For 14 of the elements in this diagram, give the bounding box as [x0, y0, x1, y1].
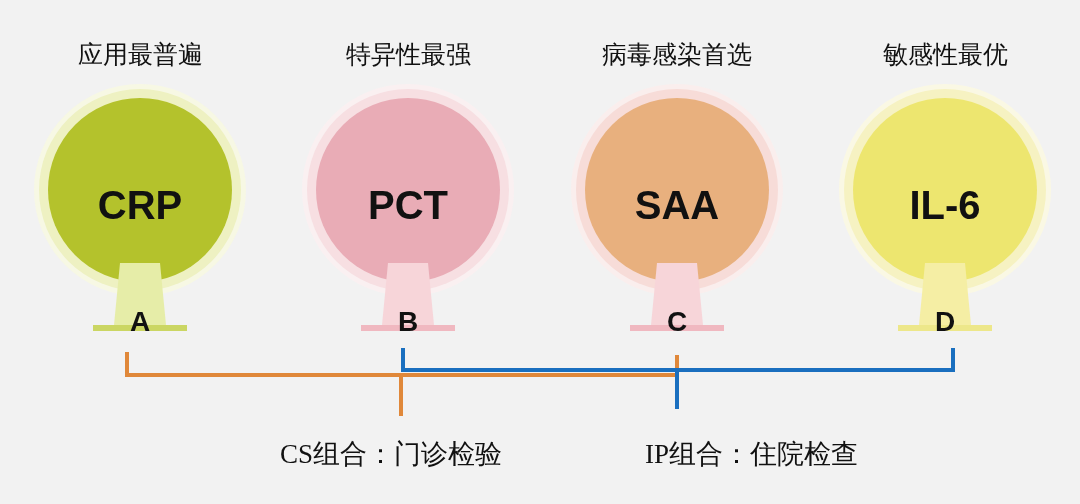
- heading-text: 病毒感染首选: [601, 39, 753, 71]
- letter-label: B: [396, 306, 420, 338]
- marker-name: PCT: [367, 183, 449, 228]
- group-label: CS组合：门诊检验: [280, 438, 503, 471]
- letter-label: D: [933, 306, 957, 338]
- group-label: IP组合：住院检查: [645, 438, 858, 471]
- heading-text: 敏感性最优: [881, 39, 1009, 71]
- letter-label: A: [128, 306, 152, 338]
- letter-label: C: [665, 306, 689, 338]
- heading-text: 特异性最强: [344, 39, 472, 71]
- marker-name: SAA: [633, 183, 721, 228]
- marker-name: IL-6: [908, 183, 982, 228]
- heading-text: 应用最普遍: [76, 39, 204, 71]
- marker-name: CRP: [96, 183, 184, 228]
